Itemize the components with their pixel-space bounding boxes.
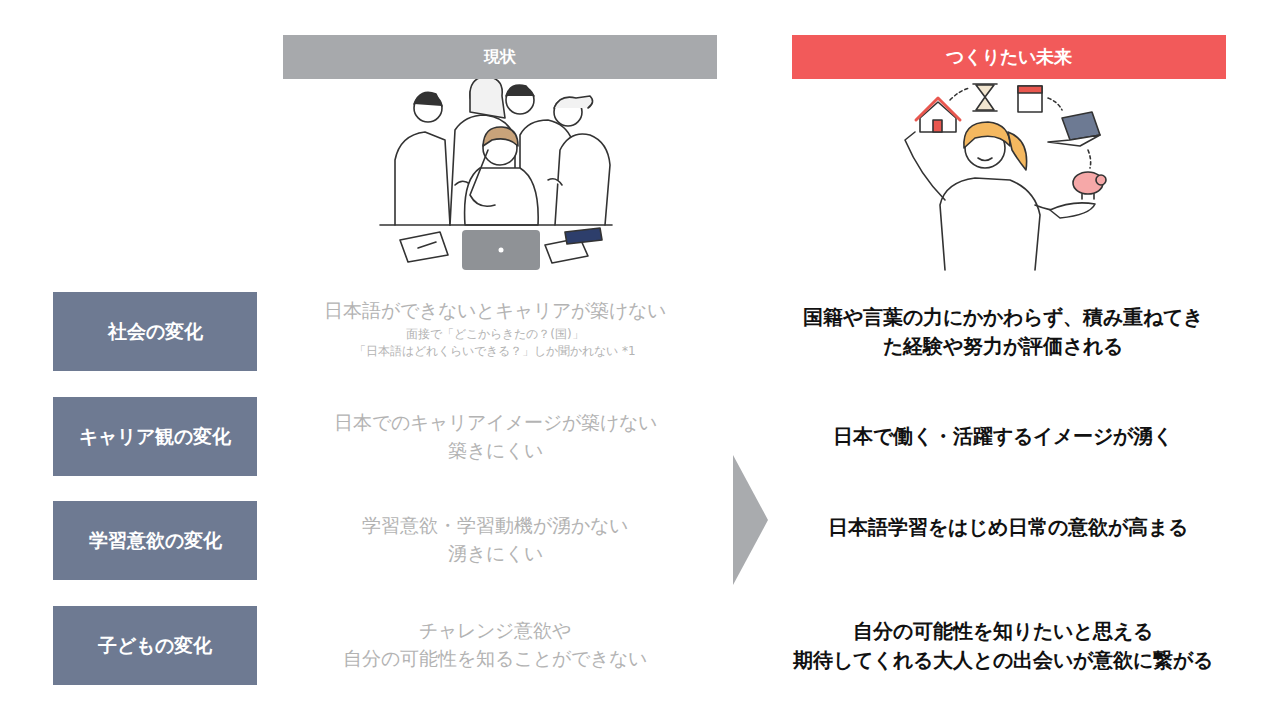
future-text: 自分の可能性を知りたいと思える: [853, 619, 1153, 643]
future-text: た経験や努力が評価される: [883, 334, 1123, 358]
current-state-text: 築きにくい: [448, 439, 543, 462]
future-text: 国籍や言葉の力にかかわらず、積み重ねてき: [803, 305, 1203, 329]
current-state-text: 自分の可能性を知ることができない: [343, 647, 647, 670]
row-label-box: キャリア観の変化: [53, 397, 257, 476]
box-label: 学習意欲の変化: [89, 528, 222, 554]
column-header: つくりたい未来: [792, 35, 1226, 79]
current-state-text: チャレンジ意欲や: [419, 619, 571, 642]
balanced-woman-illustration: [905, 84, 1106, 270]
box-label: 社会の変化: [108, 319, 203, 345]
current-state-note: 「日本語はどれくらいできる？」しか聞かれない *1: [354, 344, 635, 358]
current-state-text: 日本語ができないとキャリアが築けない: [324, 299, 666, 322]
future-text: 期待してくれる大人との出会いが意欲に繋がる: [793, 648, 1213, 672]
row-label-box: 社会の変化: [53, 292, 257, 371]
current-state-note: 面接で「どこからきたの？(国)」: [406, 327, 583, 341]
future-text: 日本で働く・活躍するイメージが湧く: [833, 424, 1173, 448]
future-text: 日本語学習をはじめ日常の意欲が高まる: [828, 515, 1188, 539]
laptop: [462, 230, 540, 270]
current-state-text: 湧きにくい: [448, 542, 543, 565]
box-label: キャリア観の変化: [79, 424, 231, 450]
column-header: 現状: [283, 35, 717, 79]
box-label: 子どもの変化: [98, 633, 212, 659]
current-state-text: 日本でのキャリアイメージが築けない: [334, 411, 657, 434]
row-label-box: 学習意欲の変化: [53, 501, 257, 580]
row-label-box: 子どもの変化: [53, 606, 257, 685]
transition-arrow: [733, 455, 768, 585]
box-label: つくりたい未来: [946, 45, 1072, 69]
box-label: 現状: [484, 47, 516, 68]
current-state-text: 学習意欲・学習動機が湧かない: [362, 514, 628, 537]
